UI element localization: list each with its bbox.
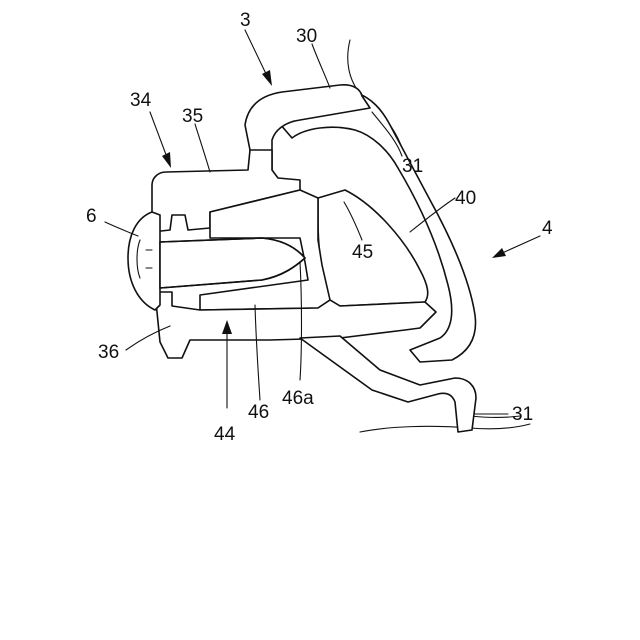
- panel-sheet-bottom: [360, 416, 530, 432]
- screw-head-6: [128, 212, 160, 310]
- label-30: 30: [296, 26, 317, 47]
- label-46a: 46a: [282, 388, 314, 409]
- label-36: 36: [98, 342, 119, 363]
- label-4: 4: [542, 218, 553, 239]
- label-34: 34: [130, 90, 152, 111]
- label-6: 6: [86, 206, 97, 227]
- arrow-3: [245, 30, 272, 86]
- label-44: 44: [214, 424, 236, 445]
- label-46: 46: [248, 402, 269, 423]
- label-3: 3: [240, 10, 251, 31]
- label-31-top: 31: [402, 156, 423, 177]
- arrow-34: [150, 112, 171, 168]
- label-31-bottom: 31: [512, 404, 533, 425]
- label-40: 40: [455, 188, 476, 209]
- label-35: 35: [182, 106, 203, 127]
- arrow-4: [492, 236, 540, 258]
- screw-shank: [160, 238, 305, 288]
- label-45: 45: [352, 242, 373, 263]
- arrow-44: [222, 320, 232, 408]
